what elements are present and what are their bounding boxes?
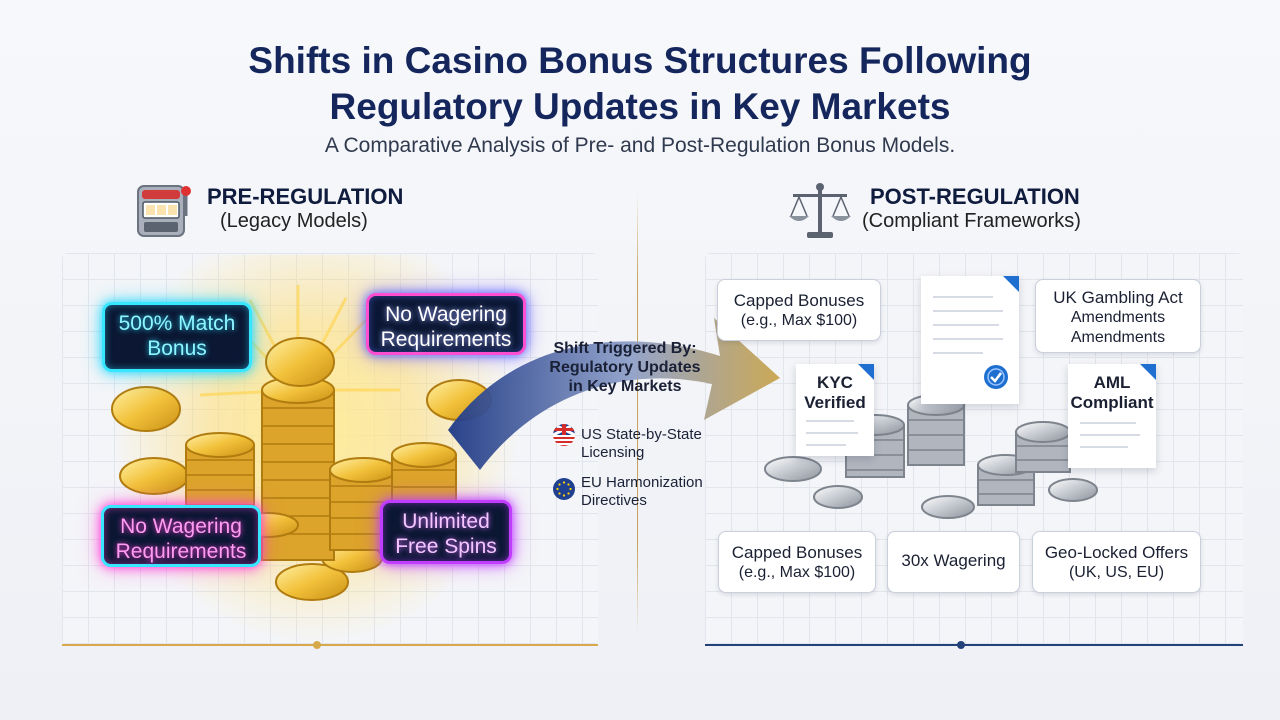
badge-no-wagering-top-line1: No Wagering bbox=[385, 303, 507, 326]
page-title: Shifts in Casino Bonus Structures Follow… bbox=[0, 38, 1280, 130]
card-capped-bottom-line2: (e.g., Max $100) bbox=[738, 564, 856, 581]
post-regulation-subheading: (Compliant Frameworks) bbox=[862, 210, 1081, 232]
post-panel-marker bbox=[957, 641, 965, 649]
doc-kyc-line2: Verified bbox=[804, 393, 866, 412]
title-line-2: Regulatory Updates in Key Markets bbox=[329, 86, 951, 127]
card-uk-gambling-act: UK Gambling Act Amendments Amendments bbox=[1035, 279, 1201, 353]
verified-seal-icon bbox=[984, 365, 1008, 389]
card-geo-line1: Geo-Locked Offers bbox=[1044, 543, 1189, 562]
shift-trigger-label: Shift Triggered By: Regulatory Updates i… bbox=[540, 339, 710, 396]
reg-item-eu-line2: Directives bbox=[581, 492, 647, 509]
badge-match-bonus-line2: Bonus bbox=[147, 337, 207, 360]
badge-no-wagering-top: No Wagering Requirements bbox=[366, 293, 526, 355]
badge-match-bonus: 500% Match Bonus bbox=[102, 302, 252, 372]
card-uk-line3: Amendments bbox=[1070, 329, 1166, 346]
card-uk-line1: UK Gambling Act bbox=[1053, 288, 1183, 307]
doc-aml-line1: AML bbox=[1093, 373, 1131, 392]
pre-regulation-subheading: (Legacy Models) bbox=[220, 210, 368, 232]
pre-panel-marker bbox=[313, 641, 321, 649]
card-geo-line2: (UK, US, EU) bbox=[1068, 564, 1165, 581]
title-line-1: Shifts in Casino Bonus Structures Follow… bbox=[248, 40, 1032, 81]
document-fold-icon bbox=[858, 364, 874, 380]
card-capped-top-line2: (e.g., Max $100) bbox=[740, 312, 858, 329]
badge-unlimited-spins-line2: Free Spins bbox=[395, 535, 497, 558]
license-document bbox=[921, 276, 1019, 404]
card-capped-bottom-line1: Capped Bonuses bbox=[731, 543, 863, 562]
shift-arrow bbox=[448, 318, 780, 470]
post-panel-underline bbox=[705, 644, 1243, 646]
post-regulation-heading: POST-REGULATION bbox=[870, 184, 1080, 209]
reg-item-us-line2: Licensing bbox=[581, 444, 645, 461]
card-capped-bonuses-top: Capped Bonuses (e.g., Max $100) bbox=[717, 279, 881, 341]
card-geo-locked: Geo-Locked Offers (UK, US, EU) bbox=[1032, 531, 1201, 593]
doc-kyc: KYC Verified bbox=[796, 364, 874, 456]
uk-us-flag-icon bbox=[553, 424, 575, 446]
shift-trigger-line3: in Key Markets bbox=[568, 378, 682, 395]
card-30x-wagering: 30x Wagering bbox=[887, 531, 1020, 593]
post-regulation-header: POST-REGULATION (Compliant Frameworks) bbox=[787, 180, 1127, 244]
scales-of-justice-icon bbox=[789, 183, 851, 238]
badge-match-bonus-line1: 500% Match bbox=[118, 312, 236, 335]
badge-no-wagering-bottom-line2: Requirements bbox=[115, 540, 247, 563]
badge-no-wagering-top-line2: Requirements bbox=[380, 328, 512, 351]
doc-aml-line2: Compliant bbox=[1070, 393, 1154, 412]
card-capped-bonuses-bottom: Capped Bonuses (e.g., Max $100) bbox=[718, 531, 876, 593]
card-capped-top-line1: Capped Bonuses bbox=[733, 291, 865, 310]
eu-flag-icon bbox=[553, 478, 575, 500]
page-subtitle: A Comparative Analysis of Pre- and Post-… bbox=[324, 134, 956, 157]
reg-item-us-line1: US State-by-State bbox=[581, 426, 702, 443]
pre-panel-underline bbox=[62, 644, 598, 646]
slot-machine-icon bbox=[137, 185, 191, 237]
center-divider bbox=[637, 193, 638, 633]
shift-trigger-line2: Regulatory Updates bbox=[549, 359, 701, 376]
doc-kyc-line1: KYC bbox=[817, 373, 853, 392]
card-wagering-line1: 30x Wagering bbox=[901, 551, 1006, 570]
badge-no-wagering-bottom: No Wagering Requirements bbox=[101, 505, 261, 567]
document-fold-icon bbox=[1140, 364, 1156, 380]
reg-item-eu-line1: EU Harmonization bbox=[581, 474, 703, 491]
doc-aml: AML Compliant bbox=[1068, 364, 1156, 468]
card-uk-line2: Amendments bbox=[1070, 309, 1166, 326]
badge-no-wagering-bottom-line1: No Wagering bbox=[120, 515, 242, 538]
badge-unlimited-spins: Unlimited Free Spins bbox=[380, 500, 512, 564]
reg-item-us-licensing: US State-by-State Licensing bbox=[581, 426, 702, 462]
shift-trigger-line1: Shift Triggered By: bbox=[553, 340, 697, 357]
document-fold-icon bbox=[1003, 276, 1019, 292]
gold-coins bbox=[111, 337, 492, 601]
reg-item-eu-directives: EU Harmonization Directives bbox=[581, 474, 703, 510]
badge-unlimited-spins-line1: Unlimited bbox=[402, 510, 490, 533]
pre-regulation-heading: PRE-REGULATION bbox=[207, 184, 404, 209]
pre-regulation-header: PRE-REGULATION (Legacy Models) bbox=[132, 180, 432, 244]
